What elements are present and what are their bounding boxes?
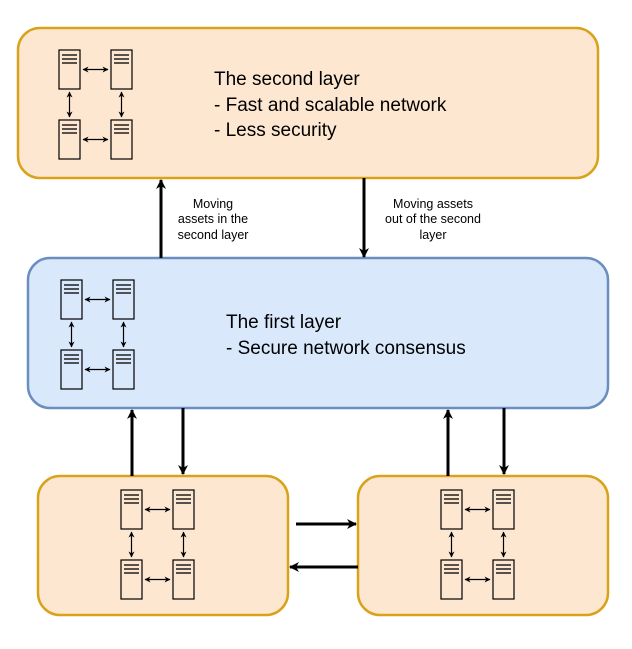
moving-in-label-line-3: second layer — [178, 228, 249, 242]
first-layer-server-cluster — [60, 279, 135, 390]
server-icon — [58, 119, 81, 160]
server-icon — [440, 559, 463, 600]
second-layer-title: The second layer — [214, 69, 360, 90]
server-icon — [112, 279, 135, 320]
first-layer-title: The first layer — [226, 312, 342, 333]
second-layer-box — [16, 26, 600, 180]
moving-out-label-line-2: out of the second — [385, 212, 481, 226]
bottom-right-network-box — [356, 474, 610, 617]
bottom-right-server-cluster — [440, 489, 515, 600]
server-icon — [60, 349, 83, 390]
moving-in-label-line-1: Moving — [193, 197, 233, 211]
bottom-left-network-box — [36, 474, 290, 617]
bottom-left-server-cluster — [120, 489, 195, 600]
second-layer-feature-1: - Fast and scalable network — [214, 95, 447, 116]
server-icon — [172, 559, 195, 600]
moving-in-label-line-2: assets in the — [178, 212, 248, 226]
first-layer-feature-1: - Secure network consensus — [226, 338, 466, 359]
second-layer-server-cluster — [58, 49, 133, 160]
server-icon — [492, 559, 515, 600]
server-icon — [112, 349, 135, 390]
server-icon — [60, 279, 83, 320]
moving-out-label-line-3: layer — [419, 228, 446, 242]
server-icon — [440, 489, 463, 530]
server-icon — [492, 489, 515, 530]
server-icon — [110, 49, 133, 90]
server-icon — [58, 49, 81, 90]
server-icon — [110, 119, 133, 160]
server-icon — [120, 559, 143, 600]
server-icon — [120, 489, 143, 530]
second-layer-feature-2: - Less security — [214, 120, 337, 141]
moving-out-label-line-1: Moving assets — [393, 197, 473, 211]
server-icon — [172, 489, 195, 530]
first-layer-box — [26, 256, 610, 410]
